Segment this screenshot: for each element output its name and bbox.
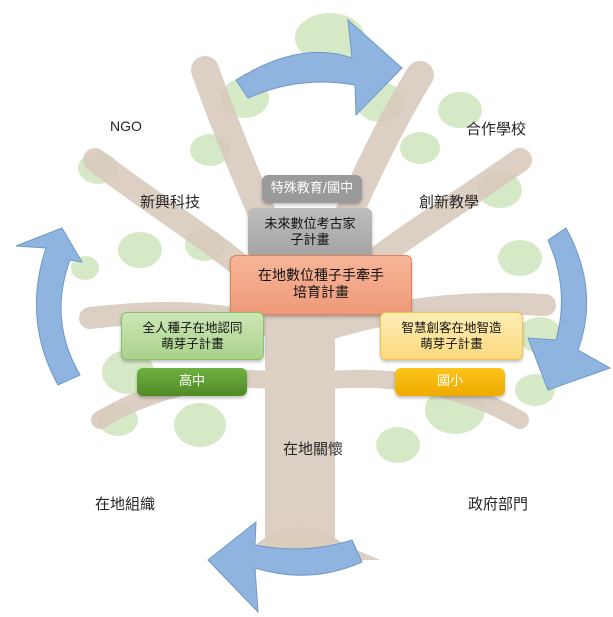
label-innovative-teaching: 創新教學 [419,193,480,211]
high-school-tag: 高中 [137,368,247,396]
smart-maker-box: 智慧創客在地智造 萌芽子計畫 [380,312,523,360]
leaf [71,256,99,280]
high-school-text: 高中 [178,373,205,389]
leaf [376,427,420,463]
leaf [295,13,365,63]
label-partner-school: 合作學校 [466,120,527,138]
label-local-care: 在地關懷 [283,440,344,458]
label-government: 政府部門 [468,495,529,513]
whole-person-line1: 全人種子在地認同 [142,320,243,336]
future-archaeologist-box: 未來數位考古家 子計畫 [248,208,372,258]
seed-main-line1: 在地數位種子手牽手 [258,267,384,284]
label-emerging-tech: 新興科技 [140,193,201,211]
arrow-bottom [207,520,363,614]
arrow-top [235,18,403,117]
leaf [118,232,162,268]
future-archaeologist-line2: 子計畫 [290,233,330,248]
label-ngo: NGO [110,118,142,134]
leaf [438,92,482,128]
arrow-left [15,227,83,386]
leaf [400,132,440,164]
elementary-tag: 國小 [395,368,505,396]
smart-maker-line1: 智慧創客在地智造 [401,320,502,336]
special-education-box: 特殊教育/國中 [262,175,362,203]
label-local-organization: 在地組織 [95,495,156,513]
cycle-arrows [15,18,612,614]
seed-main-line2: 培育計畫 [293,285,349,301]
future-archaeologist-line1: 未來數位考古家 [264,216,356,232]
smart-maker-line2: 萌芽子計畫 [420,336,483,351]
whole-person-line2: 萌芽子計畫 [161,336,224,351]
arrow-right [527,227,612,391]
leaf [174,403,226,447]
special-education-text: 特殊教育/國中 [270,180,354,196]
leaf [498,240,542,276]
leaves [71,13,562,463]
whole-person-seed-box: 全人種子在地認同 萌芽子計畫 [121,312,264,360]
elementary-text: 國小 [436,373,463,389]
seed-main-project-box: 在地數位種子手牽手 培育計畫 [230,255,412,315]
